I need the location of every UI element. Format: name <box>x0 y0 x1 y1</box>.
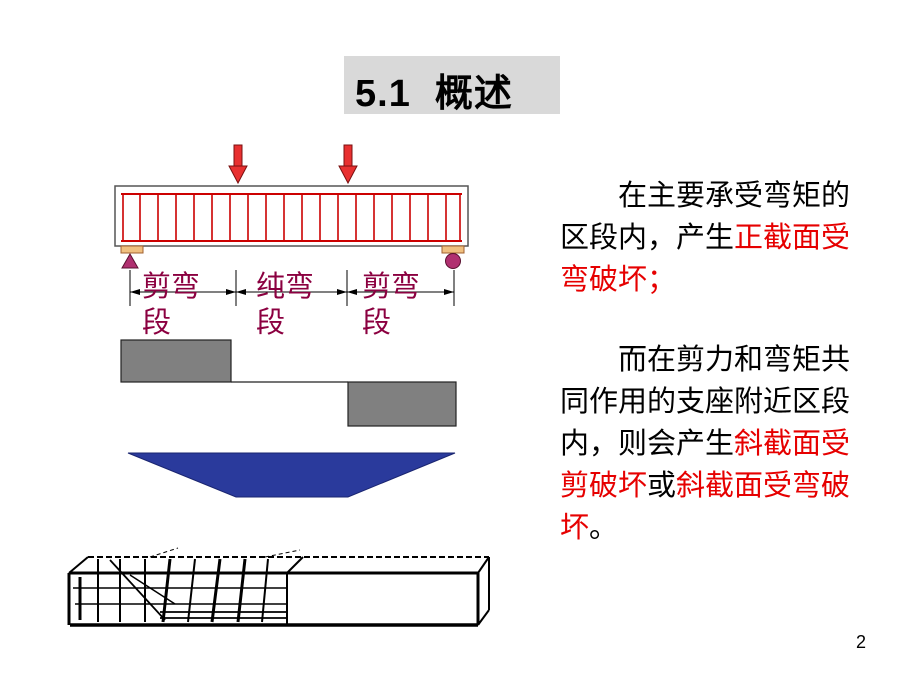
para2-text: 而在剪力和弯矩共同作用的支座附近区段内，则会产生 <box>560 342 851 460</box>
para1-punct: ； <box>647 262 677 296</box>
shear-diagram-negative <box>347 381 457 427</box>
bearing-pad-right <box>441 245 465 254</box>
segment-label-line2: 段 <box>362 305 392 339</box>
title-box <box>344 56 560 114</box>
page-number: 2 <box>856 632 867 652</box>
para1-text: 在主要承受弯矩的区段内，产生 <box>560 178 851 254</box>
shear-diagram-positive <box>120 339 232 383</box>
beam-body <box>114 185 469 247</box>
segment-label-pure-bending: 纯弯 段 <box>256 268 314 340</box>
bearing-pad-left <box>120 245 144 254</box>
section-number: 5.1 <box>355 73 411 115</box>
segment-label-line2: 段 <box>256 305 286 339</box>
para2-punct: 。 <box>589 510 619 544</box>
segment-label-line1: 剪弯 <box>362 269 421 303</box>
para2-red-text-2: 斜截面受弯破坏 <box>560 468 851 544</box>
para2-red-text-1: 斜截面受剪破坏 <box>560 426 851 502</box>
segment-label-shear-left: 剪弯 段 <box>142 268 200 340</box>
section-title: 概述 <box>434 71 513 115</box>
dimension-line <box>129 270 455 306</box>
paragraph-shear: 而在剪力和弯矩共同作用的支座附近区段内，则会产生斜截面受剪破坏或斜截面受弯破坏。 <box>560 338 860 548</box>
moment-diagram <box>127 452 456 498</box>
para1-red-text: 正截面受弯破坏 <box>560 220 851 296</box>
dimension-arrowheads <box>130 289 454 295</box>
paragraph-flexure: 在主要承受弯矩的区段内，产生正截面受弯破坏； <box>560 174 860 300</box>
segment-label-shear-right: 剪弯 段 <box>362 268 420 340</box>
pin-support-icon <box>121 252 139 269</box>
load-arrow-left <box>228 144 248 185</box>
para2-conjunction: 或 <box>647 468 677 502</box>
cracked-beam-sketch <box>67 547 490 627</box>
stirrups <box>122 194 461 241</box>
roller-support-icon <box>445 253 461 269</box>
segment-label-line2: 段 <box>142 305 172 339</box>
segment-label-line1: 纯弯 <box>256 269 315 303</box>
load-arrow-right <box>338 144 358 185</box>
page-title: 5.1 概述 <box>355 62 513 117</box>
segment-label-line1: 剪弯 <box>142 269 201 303</box>
